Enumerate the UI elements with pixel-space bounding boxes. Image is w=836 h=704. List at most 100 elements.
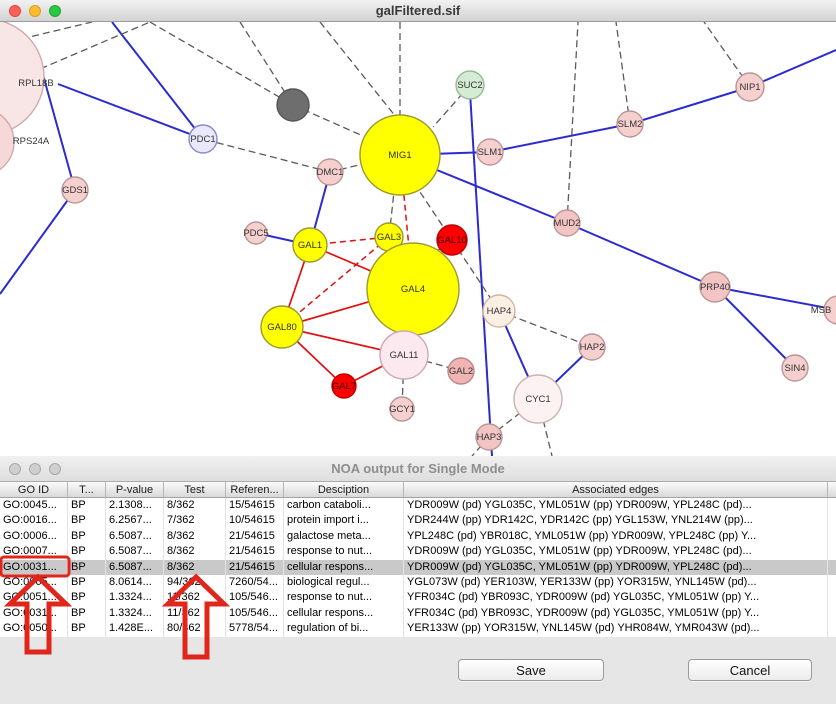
node-rps24a[interactable] — [0, 108, 15, 176]
zoom-button[interactable] — [49, 462, 61, 475]
table-cell: 10/54615 — [226, 513, 284, 529]
edge-dashed — [615, 22, 631, 125]
table-cell: 2.1308... — [106, 498, 164, 514]
table-cell: regulation of bi... — [284, 621, 404, 637]
node-label: PRP40 — [700, 282, 730, 293]
node-gal11[interactable] — [379, 330, 429, 380]
table-cell: YFR034C (pd) YBR093C, YDR009W (pd) YGL03… — [404, 590, 828, 606]
table-cell: 8/362 — [164, 559, 226, 575]
cancel-button[interactable]: Cancel — [688, 659, 812, 681]
node-hap2[interactable] — [578, 333, 606, 361]
column-header-go-id[interactable]: GO ID — [0, 482, 68, 497]
zoom-button[interactable] — [49, 4, 61, 17]
table-cell: response to nut... — [284, 590, 404, 606]
table-cell: cellular respons... — [284, 605, 404, 622]
table-cell: 7260/54... — [226, 574, 284, 591]
node-hap3[interactable] — [475, 423, 503, 451]
table-cell: 5778/54... — [226, 621, 284, 637]
node-nip1[interactable] — [735, 72, 765, 102]
close-button[interactable] — [9, 462, 21, 475]
table-cell: 21/54615 — [226, 544, 284, 560]
minimize-button[interactable] — [29, 4, 41, 17]
node-label: GAL7 — [332, 381, 356, 392]
table-cell: carbon cataboli... — [284, 498, 404, 514]
node-label: HAP4 — [487, 306, 512, 317]
table-cell: BP — [68, 574, 106, 591]
node-label: NIP1 — [739, 82, 760, 93]
table-cell: 80/362 — [164, 621, 226, 637]
edge-blue — [0, 189, 76, 295]
table-cell: BP — [68, 621, 106, 637]
edge-dashed — [319, 22, 397, 118]
node-slm2[interactable] — [616, 110, 644, 138]
node-gal1[interactable] — [292, 227, 328, 263]
node-unlabeled[interactable] — [276, 88, 310, 122]
node-gal10[interactable] — [436, 224, 468, 256]
table-cell: 8/362 — [164, 528, 226, 545]
table-cell: BP — [68, 544, 106, 560]
node-label: GAL2 — [449, 366, 473, 377]
minimize-button[interactable] — [29, 462, 41, 475]
node-slm1[interactable] — [476, 138, 504, 166]
table-cell: protein import i... — [284, 513, 404, 529]
node-label: HAP3 — [477, 432, 502, 443]
table-cell: YDR009W (pd) YGL035C, YML051W (pp) YDR00… — [404, 544, 828, 560]
table-cell: YGL073W (pd) YER103W, YER133W (pp) YOR31… — [404, 574, 828, 591]
table-cell: YDR244W (pp) YDR142C, YDR142C (pp) YGL15… — [404, 513, 828, 529]
node-suc2[interactable] — [455, 70, 485, 100]
column-header-referen[interactable]: Referen... — [226, 482, 284, 497]
table-cell: 105/546... — [226, 590, 284, 606]
network-canvas[interactable]: RPL18BRPS24AGDS1PDC1DMC1MIG1SUC2SLM1SLM2… — [0, 22, 836, 456]
table-cell: YDR009W (pd) YGL035C, YML051W (pp) YDR00… — [404, 559, 828, 575]
save-button[interactable]: Save — [458, 659, 604, 681]
column-header-associated-edges[interactable]: Associated edges — [404, 482, 828, 497]
node-hap4[interactable] — [482, 294, 516, 328]
node-gal80[interactable] — [260, 305, 304, 349]
close-button[interactable] — [9, 4, 21, 17]
edge-blue — [714, 286, 836, 311]
column-header-t[interactable]: T... — [68, 482, 106, 497]
node-gal2[interactable] — [447, 357, 475, 385]
node-sin4[interactable] — [781, 354, 809, 382]
edge-dashed — [432, 84, 471, 128]
table-cell: 1.428E... — [106, 621, 164, 637]
node-gcy1[interactable] — [389, 396, 415, 422]
node-mud2[interactable] — [553, 209, 581, 237]
node-pdc1[interactable] — [188, 124, 218, 154]
node-pdc5[interactable] — [244, 221, 268, 245]
table-cell: response to nut... — [284, 544, 404, 560]
table-cell: GO:0065... — [0, 574, 68, 591]
node-label: HAP2 — [580, 342, 605, 353]
table-cell: 21/54615 — [226, 528, 284, 545]
edge-blue — [566, 222, 716, 288]
node-rpl18b[interactable] — [0, 22, 45, 135]
node-gds1[interactable] — [61, 176, 89, 204]
node-gal7[interactable] — [331, 373, 357, 399]
node-dmc1[interactable] — [316, 158, 344, 186]
node-label: PDC1 — [190, 134, 215, 145]
table-cell: galactose meta... — [284, 528, 404, 545]
column-header-p-value[interactable]: P-value — [106, 482, 164, 497]
table-cell: 6.5087... — [106, 544, 164, 560]
node-mig1[interactable] — [359, 114, 441, 196]
node-msb[interactable] — [823, 295, 836, 325]
table-cell: BP — [68, 559, 106, 575]
column-header-test[interactable]: Test — [164, 482, 226, 497]
table-cell: GO:0016... — [0, 513, 68, 529]
table-cell: 11/362 — [164, 605, 226, 622]
node-cyc1[interactable] — [513, 374, 563, 424]
node-label: MUD2 — [554, 218, 581, 229]
edge-dashed — [149, 22, 294, 106]
table-cell: 6.2567... — [106, 513, 164, 529]
node-prp40[interactable] — [699, 271, 731, 303]
column-header-desciption[interactable]: Desciption — [284, 482, 404, 497]
